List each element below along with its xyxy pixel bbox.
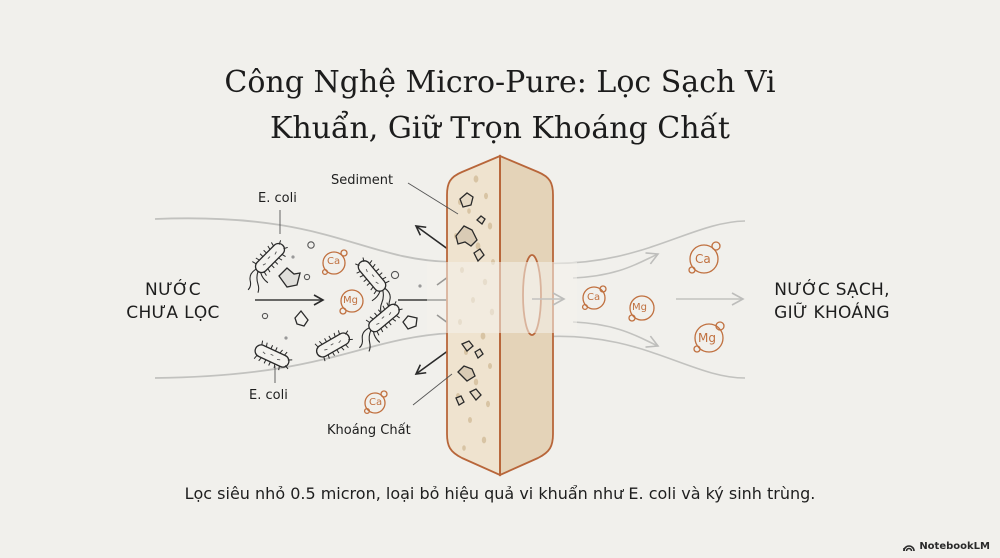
sediment-label: Sediment xyxy=(331,173,394,188)
caption: Lọc siêu nhỏ 0.5 micron, loại bỏ hiệu qu… xyxy=(184,484,816,503)
incoming-flow-boundary-bottom xyxy=(154,332,453,379)
mineral-mg-text: Mg xyxy=(632,302,647,313)
mineral-ca-text: Ca xyxy=(369,397,383,408)
minerals-label: Khoáng Chất xyxy=(327,423,411,438)
brand-label: NotebookLM xyxy=(919,541,990,552)
mineral-mg-input xyxy=(339,289,364,315)
input-water-label: NƯỚC CHƯA LỌC xyxy=(126,280,220,323)
mineral-mg-out1 xyxy=(628,295,655,322)
ecoli-bacterium xyxy=(348,297,409,354)
ecoli-label-bottom: E. coli xyxy=(249,388,288,403)
notebooklm-logo-icon xyxy=(903,545,916,551)
mineral-ca-out2 xyxy=(688,241,721,274)
filter-cartridge xyxy=(427,154,577,477)
brand-watermark: NotebookLM xyxy=(903,541,990,552)
incoming-flow-boundary-top xyxy=(154,217,453,263)
output-water-label: NƯỚC SẠCH, GIỮ KHOÁNG xyxy=(774,280,890,323)
outgoing-flow-boundary-bottom xyxy=(539,335,746,379)
mineral-mg-text: Mg xyxy=(698,331,716,345)
mineral-ions xyxy=(321,241,725,415)
mineral-ca-input xyxy=(321,249,348,276)
mineral-mg-text: Mg xyxy=(343,295,358,306)
outflow-arrow-down xyxy=(572,321,660,348)
ecoli-label-top: E. coli xyxy=(258,191,297,206)
mineral-ca-text: Ca xyxy=(695,252,711,266)
mineral-ca-text: Ca xyxy=(327,256,341,267)
mineral-ca-legend xyxy=(363,390,388,415)
title-line-2: Khuẩn, Giữ Trọn Khoáng Chất xyxy=(270,111,730,147)
outflow-arrow-up xyxy=(572,252,660,279)
page-title: Công Nghệ Micro-Pure: Lọc Sạch Vi Khuẩn,… xyxy=(0,60,1000,152)
mineral-ca-out1 xyxy=(581,285,607,311)
sediment-particles xyxy=(278,267,418,330)
title-line-1: Công Nghệ Micro-Pure: Lọc Sạch Vi xyxy=(224,65,776,101)
mineral-mg-out2 xyxy=(693,321,725,353)
mineral-ca-text: Ca xyxy=(587,292,601,303)
annotation-leaders xyxy=(274,182,459,406)
